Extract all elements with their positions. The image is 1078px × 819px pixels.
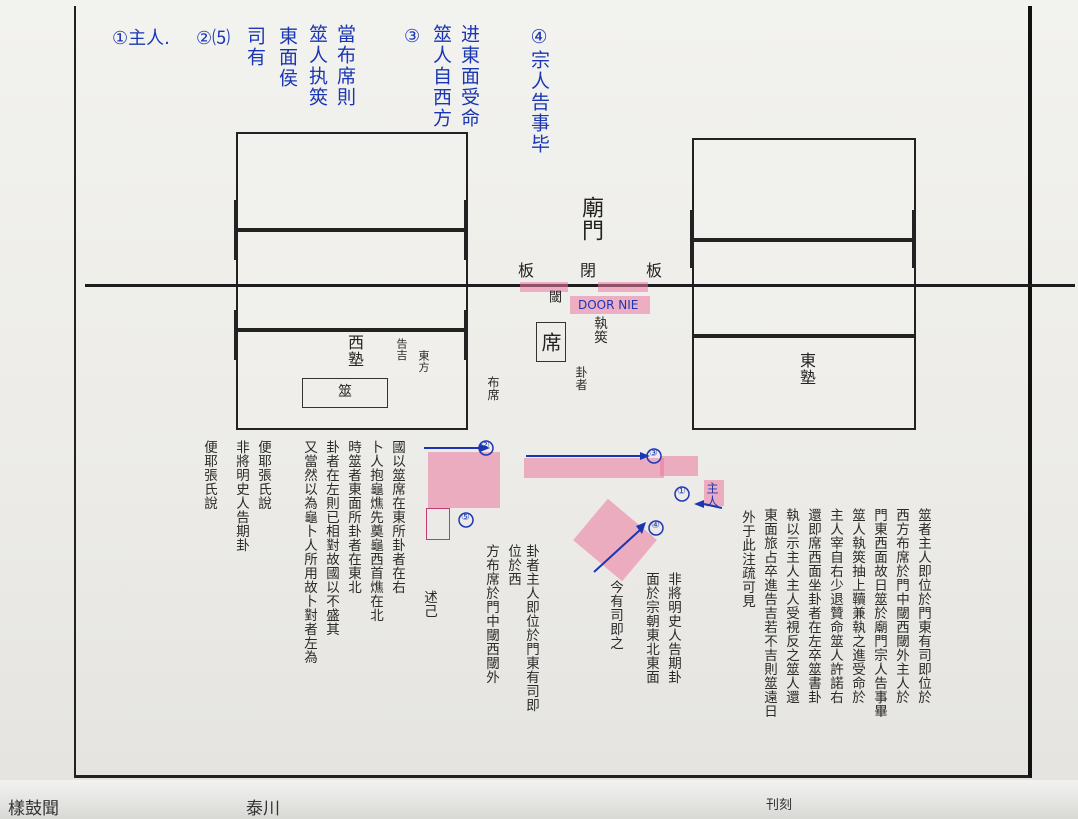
west-post-4: [464, 310, 468, 360]
circle-num-2: ②: [481, 440, 490, 451]
annotation-2-col4: 當布席則: [334, 24, 356, 108]
temple-gate-label: 廟門: [578, 196, 603, 242]
board-left-label: 板: [515, 262, 534, 279]
highlight-center-row: [524, 458, 664, 478]
annotation-2-marker: ②⑸: [196, 28, 231, 49]
annotation-3-col1: 筮人自西方: [430, 24, 452, 129]
east-beam-lower: [692, 334, 916, 338]
circle-num-5: ⑤: [461, 512, 470, 523]
highlight-west-box: [426, 508, 450, 540]
annotation-2-col1: 司有: [244, 26, 266, 68]
west-building: [236, 132, 468, 430]
page-footer-strip: [0, 780, 1078, 819]
west-beam-upper: [236, 228, 468, 232]
text-col-3: 門東西面故日筮於廟門宗人告事畢: [871, 508, 887, 718]
west-hall-label: 西塾: [345, 334, 364, 368]
east-post-2: [912, 210, 916, 268]
footer-left-text: 樣鼓聞: [8, 799, 59, 819]
footer-right-text: 刊刻: [766, 798, 793, 813]
east-post-1: [690, 210, 694, 268]
highlight-board-right: [598, 282, 648, 292]
left-col-6: 便耶張氏說: [255, 440, 271, 510]
door-note: DOOR NIE: [578, 298, 639, 312]
annotation-1: ①主人.: [112, 28, 170, 49]
wall-line: [85, 284, 1075, 287]
circle-num-1: ①: [677, 486, 686, 497]
center-col-1: 執筴: [591, 316, 607, 344]
side-col-e: 方布席於門中閾西閾外: [483, 544, 499, 684]
left-col-5: 又當然以為龜卜人所用故卜對者左為: [301, 440, 317, 664]
east-hall-label: 東塾: [797, 352, 816, 386]
west-note-2: 東方: [417, 350, 430, 373]
west-beam-lower: [236, 328, 468, 332]
highlight-board-left: [520, 282, 568, 292]
text-col-6: 還即席西面坐卦者在左卒筮書卦: [805, 508, 821, 704]
annotation-2-col2: 東面侯: [276, 26, 298, 89]
highlight-host: [704, 480, 724, 506]
annotation-2-col3: 筮人执筴: [306, 24, 328, 108]
gate-closed-label: 閉: [577, 262, 596, 279]
text-col-4: 筮人執筴抽上韇兼執之進受命於: [849, 508, 865, 704]
west-note: 告吉: [395, 338, 408, 361]
side-col-b: 面於宗朝東北東面: [643, 572, 659, 684]
text-col-1: 筮者主人即位於門東有司即位於: [915, 508, 931, 704]
text-col-9: 外于此注疏可見: [739, 510, 755, 608]
annotation-3-col2: 进東面受命: [458, 24, 480, 129]
circle-num-3: ③: [649, 448, 658, 459]
left-col-4: 卦者在左則已相對故國以不盛其: [323, 440, 339, 636]
annotation-4: ④宗人告事毕: [528, 26, 550, 155]
footer-mid-text: 泰川: [246, 799, 280, 819]
east-beam-upper: [692, 238, 916, 242]
host-label: 主人: [705, 482, 719, 508]
left-col-2: 卜人抱龜燋先奠龜西首燋在北: [367, 440, 383, 622]
west-post-3: [234, 310, 238, 360]
seat-box: 席: [536, 322, 566, 362]
diagram-frame: [74, 6, 1032, 778]
circle-num-4: ④: [651, 520, 660, 531]
left-col-3: 時筮者東面所卦者在東北: [345, 440, 361, 594]
text-col-8: 東面旅占卒進告吉若不吉則筮遠日: [761, 508, 777, 718]
text-col-5: 主人宰自右少退贊命筮人許諾右: [827, 508, 843, 704]
side-col-c: 今有司即之: [607, 580, 623, 650]
side-col-a: 非將明史人告期卦: [665, 572, 681, 684]
annotation-3-marker: ③: [404, 26, 421, 47]
left-col-1: 國以筮席在東所卦者在右: [389, 440, 405, 594]
west-post-2: [464, 200, 468, 260]
text-col-7: 執以示主人主人受視反之筮人還: [783, 508, 799, 704]
highlight-west-block: [428, 452, 500, 508]
west-post-1: [234, 200, 238, 260]
highlight-right: [660, 456, 698, 476]
board-right-label: 板: [643, 262, 662, 279]
threshold-label: 閾: [546, 290, 561, 304]
west-box: 筮: [302, 378, 388, 408]
left-col-8: 便耶張氏說: [201, 440, 217, 510]
highlight-door: [570, 296, 650, 314]
side-col-d: 卦者主人即位於門東有司即位於西: [505, 544, 539, 712]
center-col-3: 布席: [486, 376, 500, 401]
text-col-2: 西方布席於門中閾西閾外主人於: [893, 508, 909, 704]
left-col-7: 非將明史人告期卦: [233, 440, 249, 552]
side-col-f: 述己: [421, 590, 437, 618]
center-col-2: 卦者: [574, 366, 588, 391]
